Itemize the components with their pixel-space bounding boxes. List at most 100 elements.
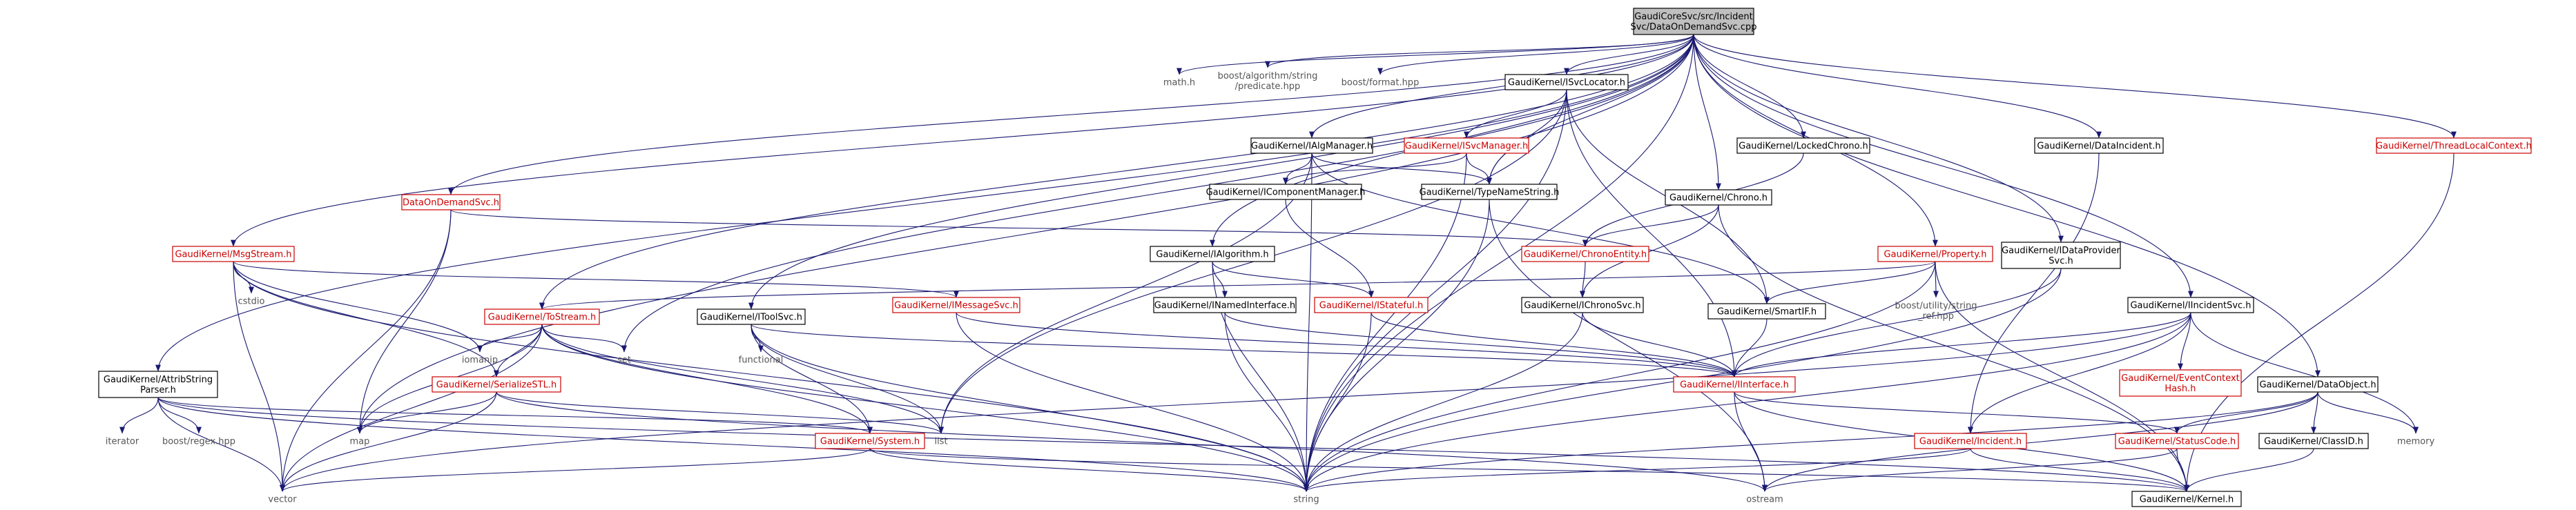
node-dataincident[interactable]: GaudiKernel/DataIncident.h xyxy=(2034,137,2164,154)
node-istateful[interactable]: GaudiKernel/IStateful.h xyxy=(1314,297,1429,313)
node-cstdio-label: cstdio xyxy=(238,297,265,307)
node-property[interactable]: GaudiKernel/Property.h xyxy=(1877,246,1993,262)
edge-system-to-kernel xyxy=(869,448,2189,492)
node-math: math.h xyxy=(1163,78,1195,88)
node-imessagesvc[interactable]: GaudiKernel/IMessageSvc.h xyxy=(892,297,1020,313)
node-smartif[interactable]: GaudiKernel/SmartIF.h xyxy=(1707,303,1826,320)
edge-root-to-iincidentsvc xyxy=(1693,34,2194,298)
edge-system-to-string xyxy=(869,448,1309,492)
edge-tostream-to-set xyxy=(541,324,627,353)
node-system[interactable]: GaudiKernel/System.h xyxy=(815,433,925,449)
node-ialgorithm[interactable]: GaudiKernel/IAlgorithm.h xyxy=(1150,246,1275,262)
node-threadlocal[interactable]: GaudiKernel/ThreadLocalContext.h xyxy=(2376,137,2532,154)
edge-iincidentsvc-to-vector xyxy=(280,312,2191,492)
edge-root-to-string xyxy=(1304,34,1694,492)
node-functional-label: functional xyxy=(739,355,784,366)
node-iterator: iterator xyxy=(106,437,139,447)
edge-system-to-vector xyxy=(280,448,871,492)
edge-idataprovidersvc-to-iinterface xyxy=(1732,268,2062,377)
node-dataondemandsvc-box xyxy=(401,194,501,210)
node-iinterface[interactable]: GaudiKernel/IInterface.h xyxy=(1673,376,1796,393)
node-ialgmanager-label: GaudiKernel/IAlgManager.h xyxy=(1251,141,1373,152)
node-string_ref: boost/utility/string_ref.hpp xyxy=(1895,301,1977,322)
node-ialgmanager[interactable]: GaudiKernel/IAlgManager.h xyxy=(1250,137,1373,154)
node-root[interactable]: GaudiCoreSvc/src/IncidentSvc/DataOnDeman… xyxy=(1631,8,1757,35)
node-typenamestring[interactable]: GaudiKernel/TypeNameString.h xyxy=(1420,184,1560,200)
node-threadlocal-label: GaudiKernel/ThreadLocalContext.h xyxy=(2376,141,2532,152)
node-chronoentity-box xyxy=(1521,246,1649,262)
node-kernel[interactable]: GaudiKernel/Kernel.h xyxy=(2131,491,2242,507)
nodes-layer: GaudiCoreSvc/src/IncidentSvc/DataOnDeman… xyxy=(98,8,2532,507)
edge-root-to-attribstring xyxy=(155,34,1694,372)
edge-dataondemandsvc-to-vector xyxy=(280,209,452,492)
node-serializestl[interactable]: GaudiKernel/SerializeSTL.h xyxy=(432,376,561,393)
node-regex-label: boost/regex.hpp xyxy=(162,437,235,447)
node-iincidentsvc[interactable]: GaudiKernel/IIncidentSvc.h xyxy=(2127,297,2254,313)
node-dataobject[interactable]: GaudiKernel/DataObject.h xyxy=(2257,376,2379,393)
edge-root-to-map xyxy=(357,34,1694,434)
edges-layer xyxy=(119,34,2457,492)
node-lockedchrono[interactable]: GaudiKernel/LockedChrono.h xyxy=(1736,137,1870,154)
node-list: list xyxy=(934,437,947,447)
node-iterator-label: iterator xyxy=(106,437,139,447)
edge-isvclocator-to-typenamestring xyxy=(1486,89,1567,185)
edge-ichronosvc-to-string xyxy=(1304,312,1583,492)
node-incident[interactable]: GaudiKernel/Incident.h xyxy=(1914,433,2027,449)
node-tostream[interactable]: GaudiKernel/ToStream.h xyxy=(484,308,600,325)
node-classid[interactable]: GaudiKernel/ClassID.h xyxy=(2258,433,2369,449)
node-ialgorithm-label: GaudiKernel/IAlgorithm.h xyxy=(1156,250,1268,260)
node-statuscode-label: GaudiKernel/StatusCode.h xyxy=(2118,437,2236,447)
edge-serializestl-to-list xyxy=(496,391,944,434)
node-msgstream[interactable]: GaudiKernel/MsgStream.h xyxy=(172,246,295,262)
edge-chrono-to-ichronosvc xyxy=(1580,204,1719,298)
node-vector: vector xyxy=(268,495,297,505)
node-msgstream-box xyxy=(172,246,295,262)
node-inamedinterface[interactable]: GaudiKernel/INamedInterface.h xyxy=(1153,297,1297,313)
edge-itoolsvc-to-system xyxy=(750,324,873,434)
edge-serializestl-to-map xyxy=(357,391,497,434)
edge-inamedinterface-to-string xyxy=(1224,312,1309,492)
edge-chronoentity-to-ichronosvc xyxy=(1580,261,1586,298)
node-ialgmanager-box xyxy=(1250,137,1373,154)
node-imessagesvc-box xyxy=(892,297,1020,313)
edge-attribstring-to-regex xyxy=(157,397,202,434)
node-dataincident-box xyxy=(2034,137,2164,154)
edge-incident-to-string xyxy=(1304,448,1971,492)
edge-icomponentmanager-to-istateful xyxy=(1285,199,1374,298)
edge-property-to-smartif xyxy=(1764,261,1936,304)
edge-iincidentsvc-to-memory xyxy=(2190,312,2419,434)
node-tostream-label: GaudiKernel/ToStream.h xyxy=(488,313,596,323)
edge-isvcmanager-to-typenamestring xyxy=(1466,153,1492,185)
node-list-label: list xyxy=(934,437,947,447)
node-isvclocator[interactable]: GaudiKernel/ISvcLocator.h xyxy=(1504,74,1629,90)
node-ichronosvc[interactable]: GaudiKernel/IChronoSvc.h xyxy=(1521,297,1644,313)
node-chronoentity[interactable]: GaudiKernel/ChronoEntity.h xyxy=(1521,246,1649,262)
edge-classid-to-kernel xyxy=(2184,448,2314,492)
node-lockedchrono-label: GaudiKernel/LockedChrono.h xyxy=(1739,141,1868,152)
node-inamedinterface-box xyxy=(1153,297,1297,313)
edge-ialgmanager-to-smartif xyxy=(1311,153,1770,304)
node-chrono[interactable]: GaudiKernel/Chrono.h xyxy=(1665,189,1772,206)
node-isvcmanager[interactable]: GaudiKernel/ISvcManager.h xyxy=(1404,137,1529,154)
node-set: set xyxy=(617,355,631,366)
node-vector-label: vector xyxy=(268,495,297,505)
node-idataprovidersvc-box xyxy=(2001,242,2121,269)
node-chrono-box xyxy=(1665,189,1772,206)
node-icomponentmanager[interactable]: GaudiKernel/IComponentManager.h xyxy=(1206,184,1366,200)
edge-imessagesvc-to-iinterface xyxy=(956,312,1737,377)
edge-root-to-dataincident xyxy=(1693,34,2102,139)
node-smartif-label: GaudiKernel/SmartIF.h xyxy=(1717,307,1817,317)
node-string_ref-label: boost/utility/string xyxy=(1895,301,1977,311)
node-statuscode[interactable]: GaudiKernel/StatusCode.h xyxy=(2115,433,2239,449)
edge-dataondemandsvc-to-chronoentity xyxy=(450,209,1588,247)
node-serializestl-label: GaudiKernel/SerializeSTL.h xyxy=(436,380,556,391)
node-dataondemandsvc[interactable]: DataOnDemandSvc.h xyxy=(401,194,501,210)
node-iomanip: iomanip xyxy=(462,355,498,366)
edge-typenamestring-to-ostream xyxy=(1489,199,1768,492)
edge-imessagesvc-to-string xyxy=(956,312,1309,492)
node-itoolsvc[interactable]: GaudiKernel/IToolSvc.h xyxy=(697,308,806,325)
node-itoolsvc-label: GaudiKernel/IToolSvc.h xyxy=(700,313,802,323)
